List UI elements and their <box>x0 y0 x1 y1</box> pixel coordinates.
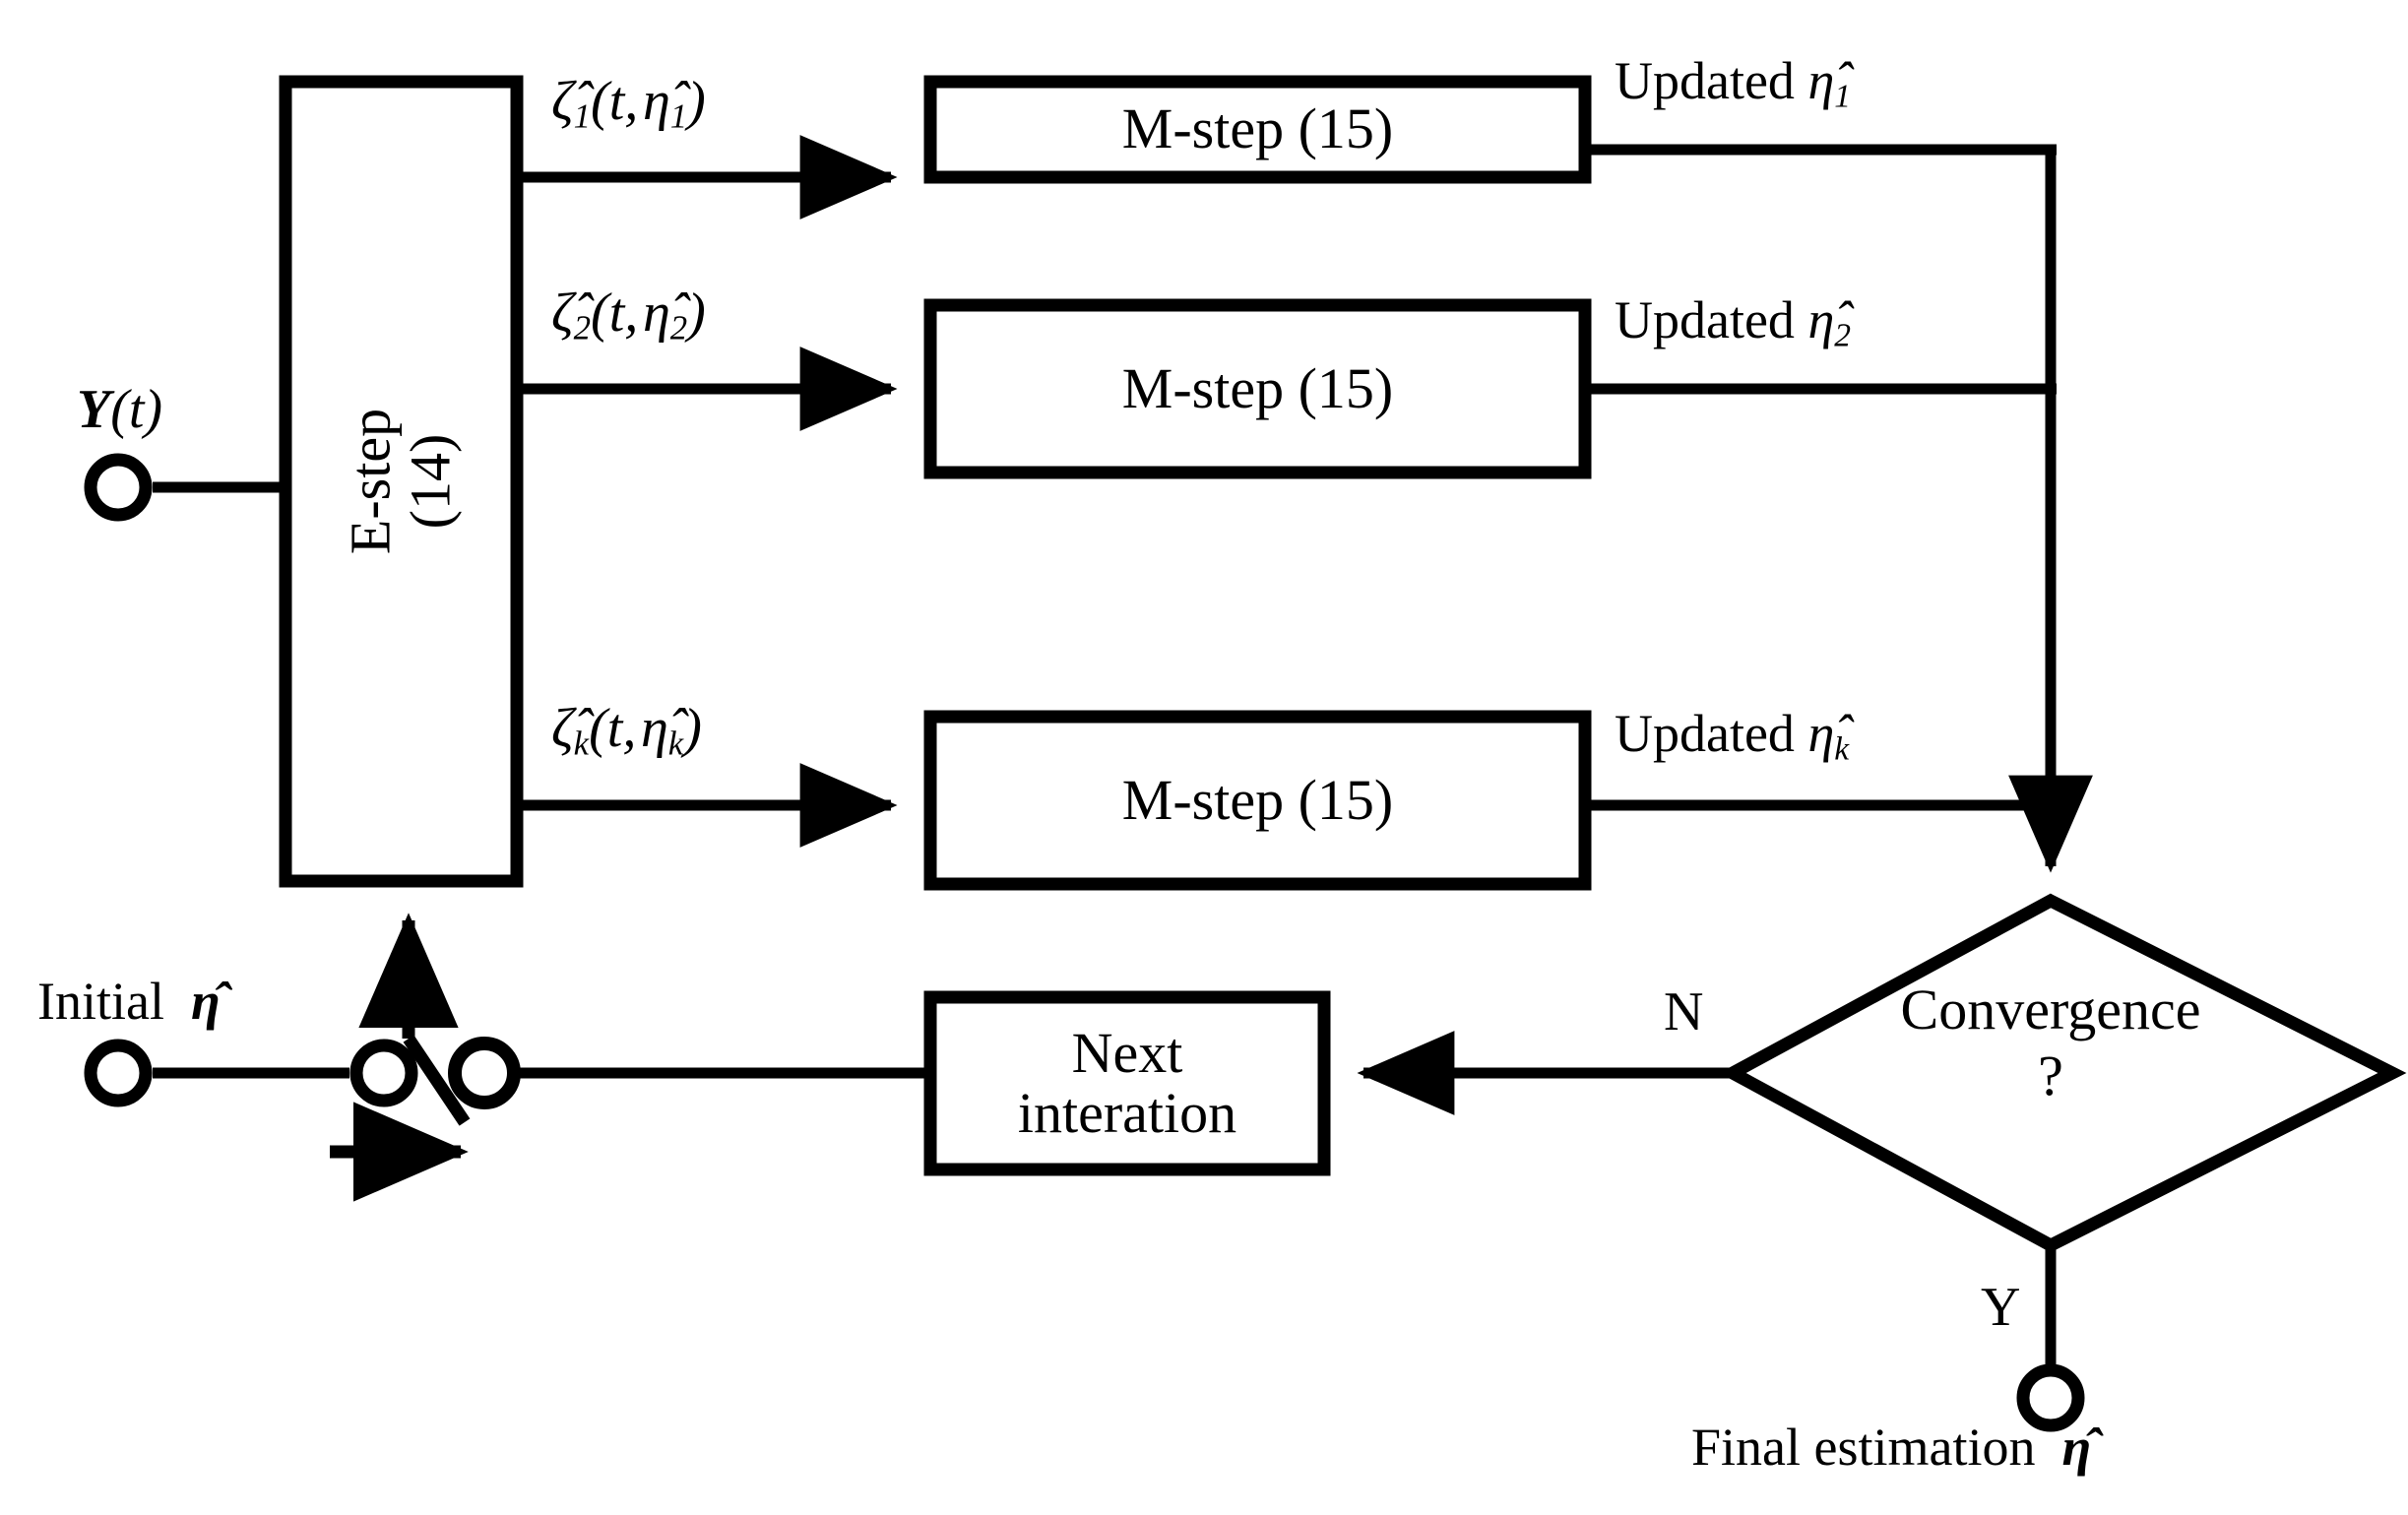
initial-eta-label: Initial η̂ <box>37 972 221 1031</box>
branch-yes-label: Y <box>1981 1277 2021 1338</box>
mstep-block-1-label: M-step (15) <box>1121 96 1394 161</box>
convergence-decision-label: Convergence ? <box>1900 978 2201 1107</box>
mstep-block-2-label: M-step (15) <box>1121 355 1394 420</box>
switch-pivot-circle <box>448 1037 521 1109</box>
updated-eta-k-label: Updated η̂k <box>1615 704 1850 768</box>
estep-block-label: E-step (14) <box>338 408 463 555</box>
zeta-k-label: ζ̂k(t, η̂k) <box>551 698 702 763</box>
next-iteration-block-label: Next interation <box>1017 1020 1237 1145</box>
final-estimation-label: Final estimation η̂ <box>1691 1418 2092 1477</box>
switch-blade <box>403 1035 471 1126</box>
switch-node-circle <box>349 1039 418 1107</box>
zeta-2-label: ζ̂2(t, η̂2) <box>551 283 706 347</box>
updated-eta-1-label: Updated η̂1 <box>1615 51 1851 115</box>
initial-terminal-circle <box>84 1039 153 1107</box>
input-signal-label: Y(t) <box>77 379 163 440</box>
updated-eta-2-label: Updated η̂2 <box>1615 290 1851 354</box>
zeta-1-label: ζ̂1(t, η̂1) <box>551 71 706 136</box>
mstep-block-3-label: M-step (15) <box>1121 767 1394 832</box>
branch-no-label: N <box>1664 981 1704 1042</box>
